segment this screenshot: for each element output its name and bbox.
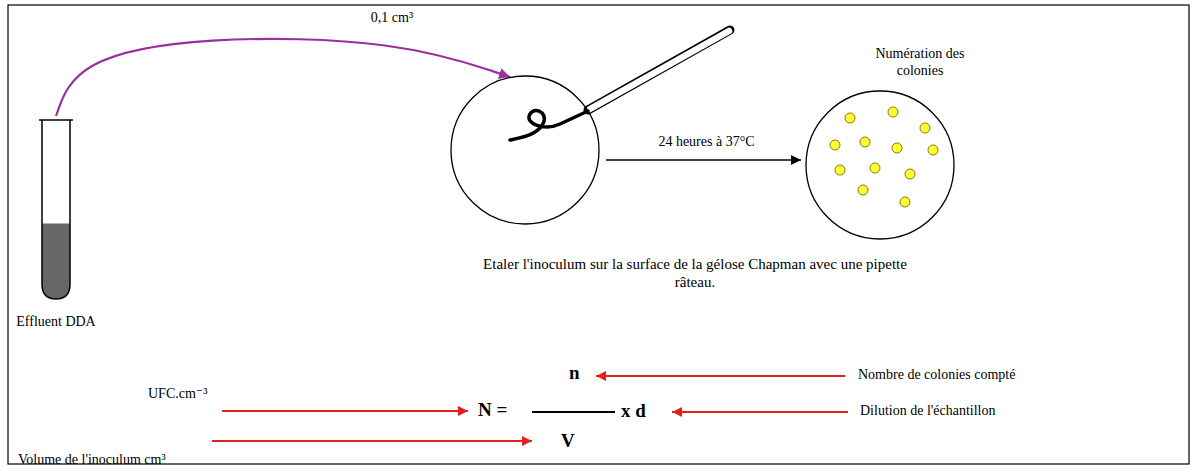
formula-term: x d [621,400,646,423]
formula-term: N = [478,399,507,422]
leader-arrow [596,375,845,377]
test-tube: Effluent DDA [38,118,74,300]
pipette-handle [590,31,729,109]
node-label: Effluent DDA [0,314,116,331]
fraction-bar [532,411,615,413]
colony [892,143,902,153]
colony [858,185,868,195]
colony [905,169,915,179]
arrow-label: 24 heures à 37°C [656,134,756,151]
formula-term: V [561,430,575,453]
pipette-handle-outline [588,30,730,110]
formula-term: n [569,362,580,385]
colony [928,145,938,155]
annotation-label: Volume de l'inoculum cm³ [18,452,166,469]
annotation-label: Nombre de colonies compté [858,367,1015,384]
petri-dish-colonies: Numération des colonies [805,90,955,240]
node-label: Numération des colonies [865,46,975,80]
colony [870,163,880,173]
colony [888,107,898,117]
node-label: Etaler l'inoculum sur la surface de la g… [465,255,925,291]
flow-arrow [606,159,801,161]
test-tube-outline [38,118,74,300]
annotation-label: Dilution de l'échantillon [860,403,996,420]
petri-dish-colonies-outline [805,90,955,240]
frame-border [8,5,1189,464]
flow-arrow [56,39,510,116]
leader-arrow [222,410,468,412]
leader-arrow [672,411,848,413]
colony [845,113,855,123]
leader-arrow [212,440,532,442]
pipette-rake [510,111,588,140]
colony [830,140,840,150]
tube-glass [42,120,70,299]
arrow-label: 0,1 cm³ [369,10,415,27]
petri-dish: Etaler l'inoculum sur la surface de la g… [450,75,600,225]
tube-liquid [42,224,70,299]
dish-rim [806,91,954,239]
dish-rim [451,76,599,224]
tube-rim [39,119,73,121]
colony [900,197,910,207]
annotation-label: UFC.cm⁻³ [148,386,207,403]
colony [860,137,870,147]
petri-dish-outline [450,75,600,225]
colony [920,123,930,133]
colony [835,165,845,175]
